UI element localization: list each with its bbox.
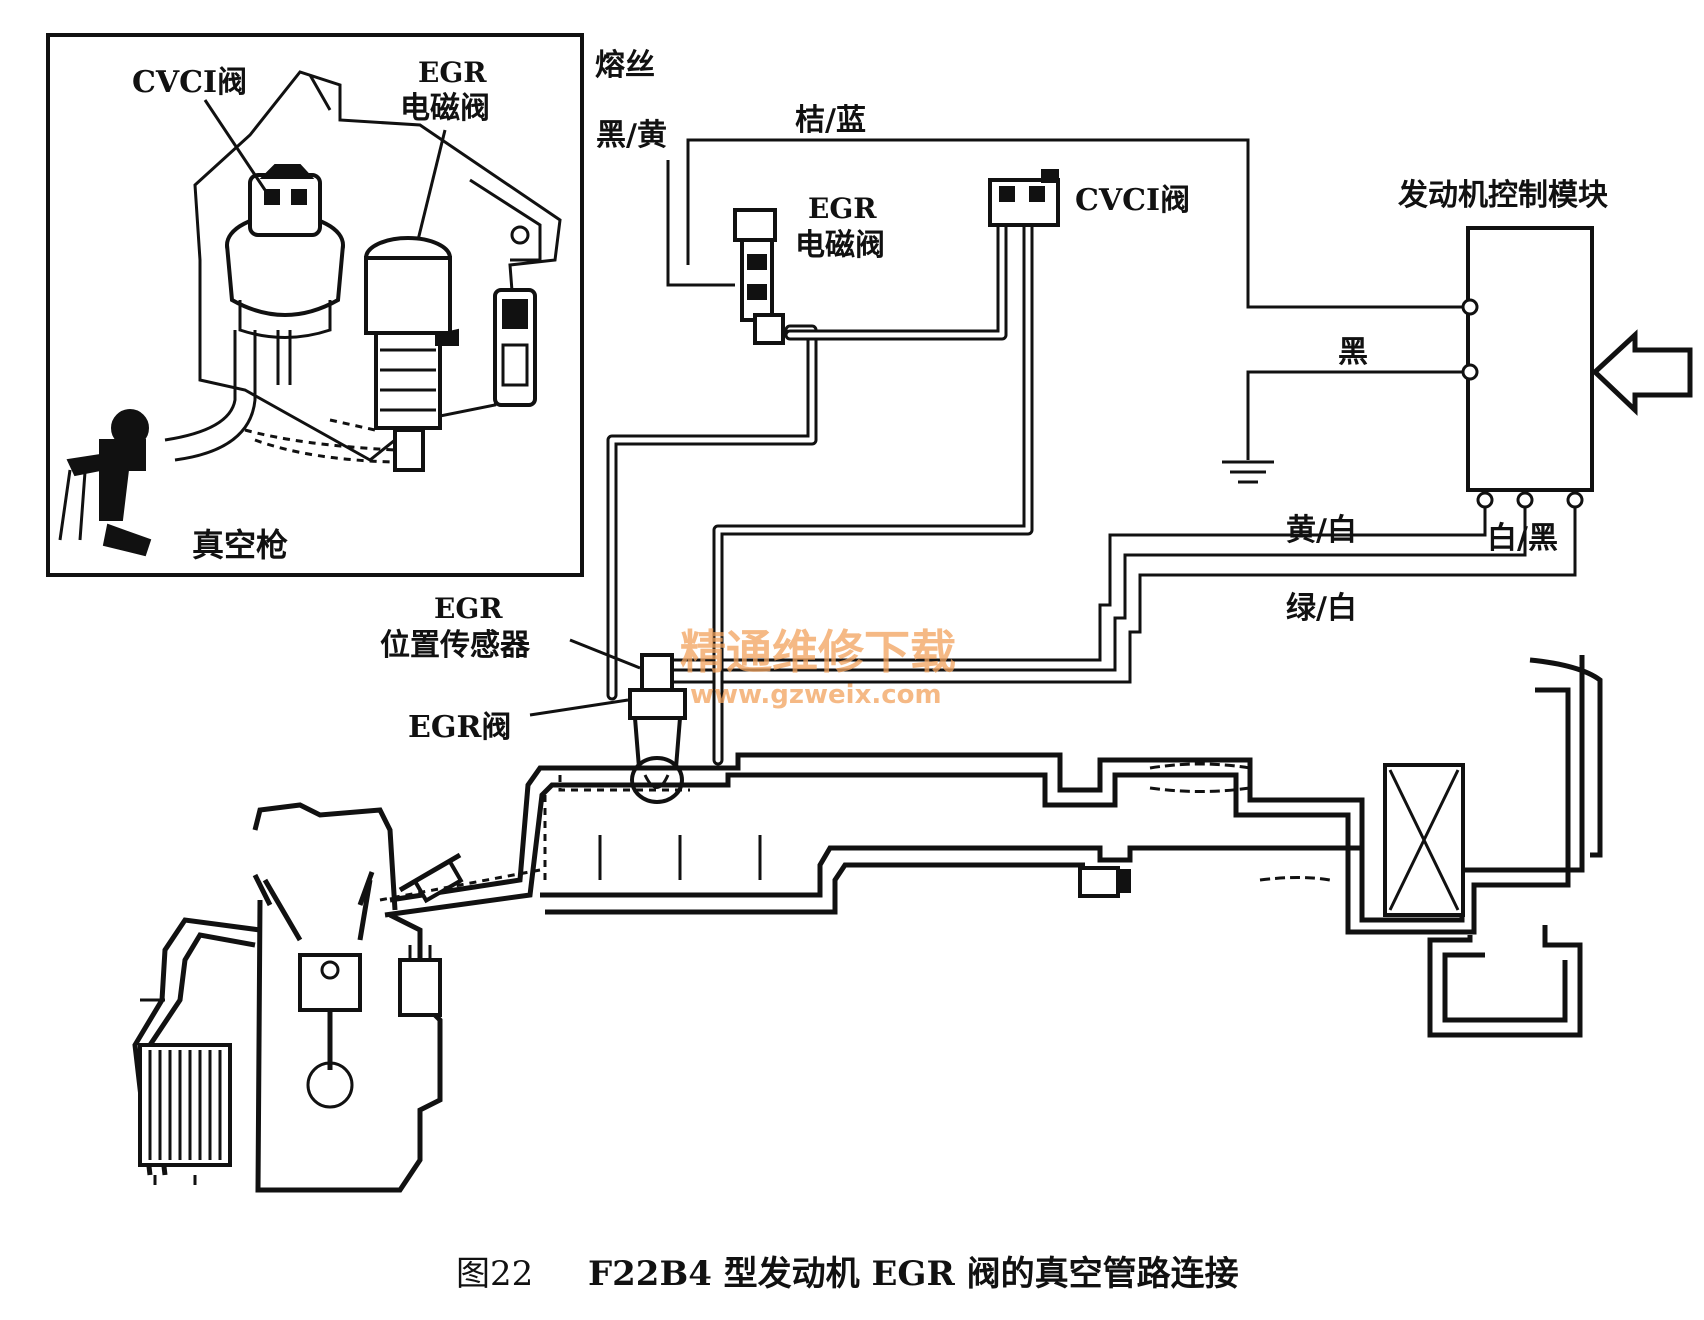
cvci-valve-label: CVCI阀 bbox=[1075, 183, 1190, 218]
inset-egr-solenoid-label-2: 电磁阀 bbox=[400, 91, 490, 126]
ground-icon bbox=[1222, 460, 1274, 484]
inset-egr-solenoid-label-1: EGR bbox=[418, 56, 487, 89]
ecm-label: 发动机控制模块 bbox=[1397, 178, 1608, 213]
fuse-label: 熔丝 bbox=[595, 48, 655, 83]
inset-connector bbox=[493, 288, 537, 407]
figure-caption: F22B4 型发动机 EGR 阀的真空管路连接 bbox=[588, 1254, 1239, 1294]
vacuum-gun-icon bbox=[58, 409, 152, 557]
egr-solenoid bbox=[733, 208, 785, 345]
wire-black-yellow-label: 黑/黄 bbox=[596, 118, 667, 153]
figure-number: 图22 bbox=[456, 1254, 533, 1294]
watermark-text: 精通维修下载 bbox=[680, 625, 956, 679]
vacuum-gun-label: 真空枪 bbox=[192, 526, 288, 564]
ecm-box bbox=[1466, 226, 1594, 492]
inset-egr-solenoid bbox=[364, 236, 459, 472]
inset-cvci-valve bbox=[164, 164, 345, 462]
wire-black-label: 黑 bbox=[1338, 335, 1368, 370]
cvci-valve bbox=[988, 169, 1060, 227]
input-arrow-icon bbox=[1591, 329, 1693, 416]
egr-solenoid-label-1: EGR bbox=[808, 192, 877, 225]
watermark-url: www.gzweix.com bbox=[690, 680, 942, 710]
wire-white-black-label: 白/黑 bbox=[1487, 521, 1558, 556]
wiring bbox=[665, 138, 1693, 684]
inset-panel bbox=[46, 33, 584, 577]
wire-orange-blue-label: 桔/蓝 bbox=[795, 103, 866, 138]
egr-solenoid-label-2: 电磁阀 bbox=[795, 228, 885, 263]
egr-position-sensor-label-1: EGR bbox=[434, 592, 503, 625]
engine-intake bbox=[132, 655, 1603, 1193]
egr-valve-label: EGR阀 bbox=[408, 710, 511, 745]
inset-cvci-label: CVCI阀 bbox=[132, 65, 247, 100]
egr-position-sensor-label-2: 位置传感器 bbox=[380, 628, 531, 663]
wire-yellow-white-label: 黄/白 bbox=[1286, 513, 1357, 548]
vacuum-hoses bbox=[606, 219, 1034, 766]
wire-green-white-label: 绿/白 bbox=[1286, 591, 1357, 626]
